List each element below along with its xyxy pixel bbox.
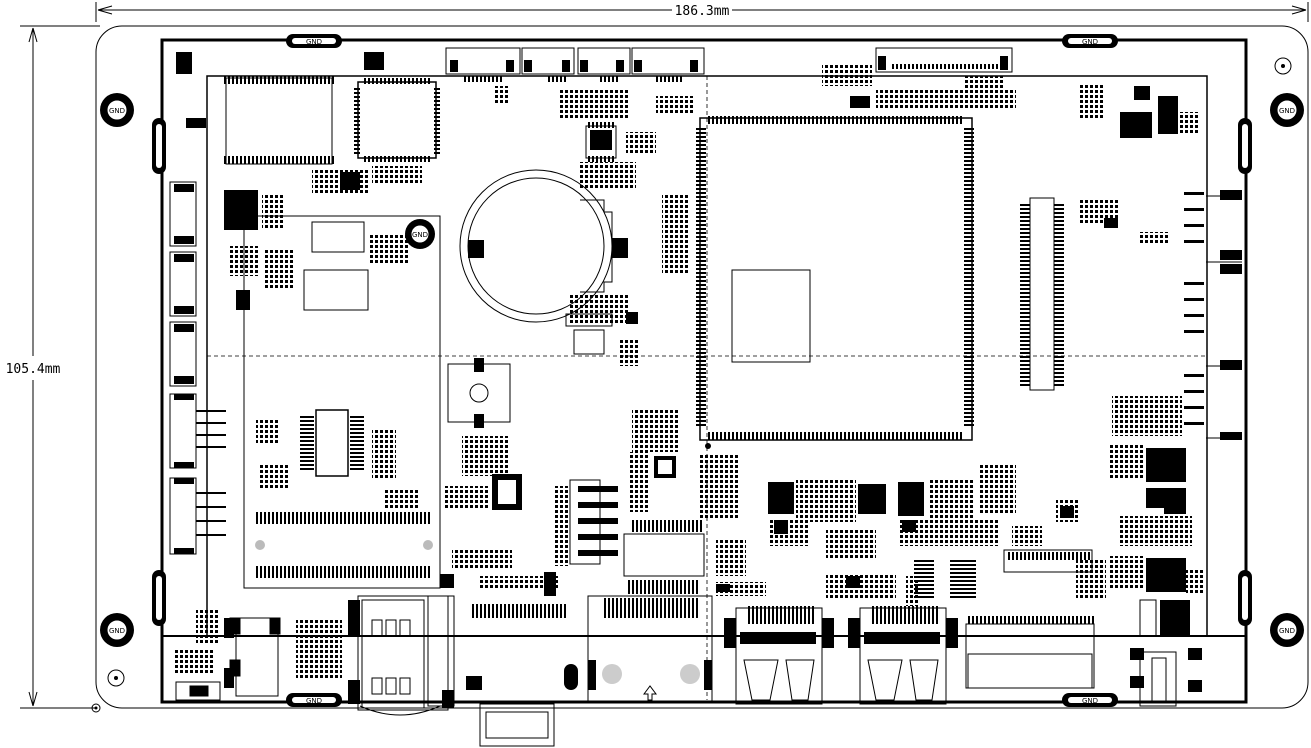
power-inductors-top-right	[1120, 86, 1178, 138]
usb-port-2	[859, 607, 947, 705]
board-outline	[95, 25, 1309, 709]
mount-hole-bottom-right: GND	[1270, 613, 1304, 647]
top-header-connectors	[445, 47, 1013, 75]
width-dimension	[95, 2, 1309, 22]
svg-text:GND: GND	[306, 38, 322, 46]
slot-bottom-right: GND	[1062, 693, 1118, 707]
svg-text:GND: GND	[1279, 107, 1295, 115]
right-edge-pins	[1184, 190, 1242, 440]
alignment-hole-top-right	[1274, 57, 1292, 75]
height-dimension-label: 105.4mm	[6, 362, 61, 377]
svg-text:GND: GND	[1082, 38, 1098, 46]
sodimm-module	[243, 215, 441, 589]
cpu-qfp-chip	[696, 116, 974, 449]
usb-micro-port	[479, 703, 555, 747]
slot-right-lower	[1238, 570, 1252, 626]
flash-module	[224, 76, 334, 165]
svg-text:GND: GND	[109, 627, 125, 635]
slot-top-right: GND	[1062, 34, 1118, 48]
slot-left-lower	[152, 570, 166, 626]
alignment-hole-bottom-left	[107, 669, 125, 687]
ethernet-port	[587, 595, 713, 703]
slot-right-upper	[1238, 118, 1252, 174]
sim-card-slot	[357, 595, 455, 716]
mount-hole-bottom-left: GND	[100, 613, 134, 647]
bottom-right-connector	[1139, 651, 1177, 707]
svg-text:GND: GND	[1082, 697, 1098, 705]
svg-text:GND: GND	[1279, 627, 1295, 635]
svg-text:GND: GND	[109, 107, 125, 115]
slot-top-left: GND	[286, 34, 342, 48]
power-components-right	[1110, 396, 1192, 637]
mount-hole-inner: GND	[405, 219, 435, 249]
svg-text:GND: GND	[306, 697, 322, 705]
center-right-inductors	[768, 478, 998, 560]
stacked-resistor-array	[569, 479, 618, 565]
qfn-chip-top	[354, 78, 440, 162]
audio-jack	[447, 363, 511, 423]
sodimm-chip	[300, 409, 364, 477]
center-small-chips	[565, 122, 705, 594]
slot-left-upper	[152, 118, 166, 174]
width-dimension-label: 186.3mm	[675, 4, 730, 19]
fpc-connector	[965, 549, 1095, 689]
mount-hole-top-right: GND	[1270, 93, 1304, 127]
height-dimension	[20, 25, 100, 709]
slot-bottom-left: GND	[286, 693, 342, 707]
dip-connector-right	[1020, 197, 1064, 391]
power-jack	[229, 617, 281, 697]
slide-switch	[175, 681, 221, 701]
svg-text:GND: GND	[412, 231, 428, 239]
passive-components	[196, 64, 1204, 644]
mount-hole-top-left: GND	[100, 93, 134, 127]
